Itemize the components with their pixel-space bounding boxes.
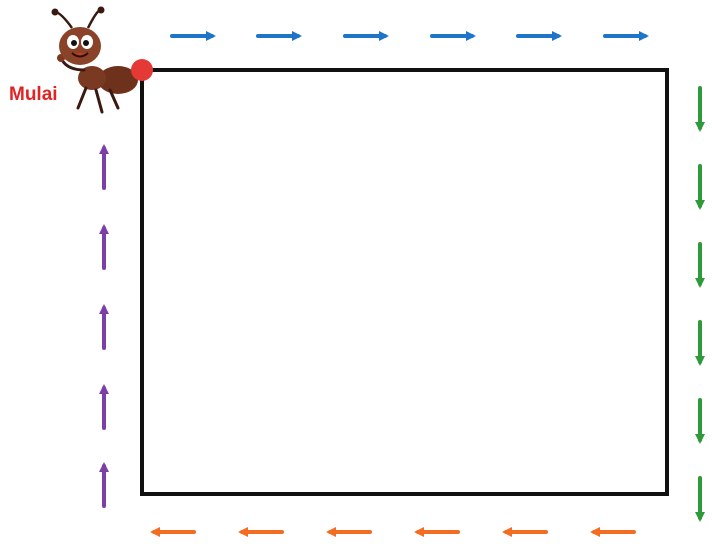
ant-mascot-icon [51, 6, 138, 114]
path-rectangle [140, 68, 669, 496]
start-point-dot [131, 59, 153, 81]
start-label: Mulai [9, 84, 58, 105]
